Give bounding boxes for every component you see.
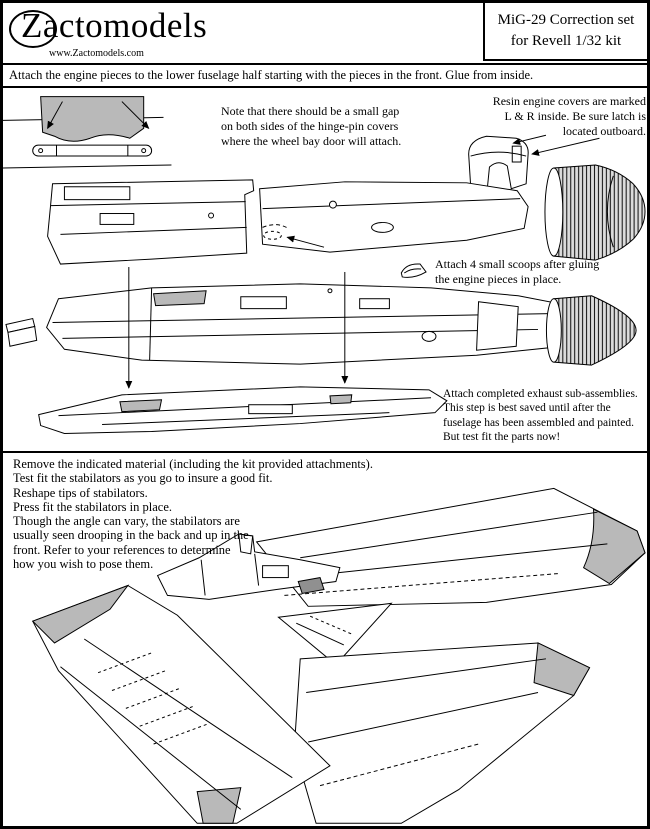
exhaust-nozzle-drawing-2 <box>545 295 637 366</box>
website-url: www.Zactomodels.com <box>49 48 144 59</box>
stabilator-diagram <box>31 487 646 824</box>
resin-cover-drawing <box>468 134 600 190</box>
stabilator-left-drawing <box>31 584 331 824</box>
header: Zactomodels www.Zactomodels.com MiG-29 C… <box>3 3 647 65</box>
fuselage-attachment-drawing <box>156 533 341 600</box>
scoop-drawing <box>400 263 427 278</box>
note-scoops: Attach 4 small scoops after gluing the e… <box>435 257 600 286</box>
brand-title: Zactomodels <box>21 6 208 45</box>
kit-title-line2: for Revell 1/32 kit <box>510 33 622 49</box>
engine-assembly-section: Note that there should be a small gap on… <box>3 88 647 453</box>
zactomodels-logo-oval-icon <box>9 10 57 48</box>
stabilator-right-drawing <box>255 487 646 607</box>
engine-piece-drawing <box>259 181 529 253</box>
stabilator-lower-right-drawing <box>293 642 591 824</box>
fuselage-part-drawing <box>47 179 255 265</box>
stabilator-root-plate-drawing <box>277 602 393 666</box>
assembled-fuselage-drawing <box>5 283 555 365</box>
kit-title-line1: MiG-29 Correction set <box>497 12 635 28</box>
assembly-arrows <box>125 267 349 389</box>
engine-assembly-diagram <box>3 96 646 434</box>
stabilator-section: Remove the indicated material (including… <box>3 453 647 826</box>
note-exhaust: Attach completed exhaust sub-assemblies.… <box>443 388 638 443</box>
kit-title-box: MiG-29 Correction set for Revell 1/32 ki… <box>483 3 647 61</box>
lower-fuselage-panel-drawing <box>38 386 448 434</box>
wheel-bay-drawing <box>3 96 172 169</box>
exhaust-nozzle-drawing-1 <box>544 164 646 261</box>
engine-step-instruction: Attach the engine pieces to the lower fu… <box>3 65 647 88</box>
note-resin-covers: Resin engine covers are marked L & R ins… <box>492 94 646 138</box>
note-hinge-gap: Note that there should be a small gap on… <box>221 104 402 148</box>
stabilator-instructions: Remove the indicated material (including… <box>13 457 373 571</box>
